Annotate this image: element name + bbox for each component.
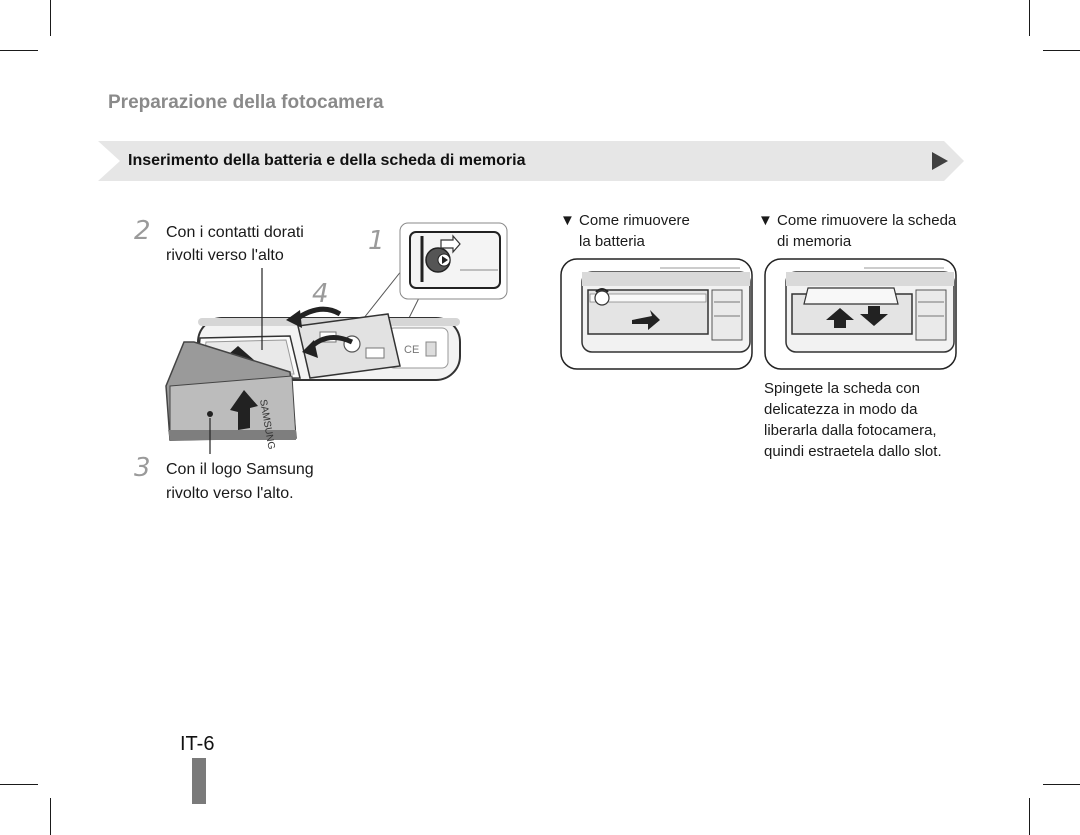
crop-mark-bottom-right-vertical [1029, 798, 1030, 835]
remove-card-illustration [764, 258, 957, 370]
crop-mark-bottom-left-vertical [50, 798, 51, 835]
step-3-text-line2: rivolto verso l'alto. [166, 485, 294, 502]
remove-card-desc-line1: Spingete la scheda con [764, 380, 920, 397]
triangle-marker-icon: ▼ [560, 212, 575, 229]
remove-card-title-line1: ▼ Come rimuovere la scheda [758, 210, 956, 231]
banner-arrow-icon [932, 152, 948, 170]
step-3-text-line1: Con il logo Samsung [166, 461, 314, 478]
page-number: IT-6 [180, 733, 215, 755]
card-release-arrow-icon [860, 306, 888, 326]
banner-title: Inserimento della batteria e della sched… [128, 152, 526, 169]
crop-mark-top-right-horizontal [1043, 50, 1080, 51]
battery-insertion-illustration: CE SAMSUNG [165, 222, 508, 454]
zoom-detail-box [399, 222, 508, 300]
crop-mark-bottom-right-horizontal [1043, 784, 1080, 785]
remove-card-desc-line4: quindi estraetela dallo slot. [764, 443, 942, 460]
remove-battery-illustration [560, 258, 753, 370]
chapter-tab-marker [192, 758, 206, 804]
svg-text:CE: CE [404, 344, 419, 356]
remove-battery-title-line1: ▼ Come rimuovere [560, 210, 690, 231]
remove-card-line2: di memoria [777, 233, 852, 250]
battery-out-arrow-icon [632, 310, 660, 330]
remove-card-desc-line2: delicatezza in modo da [764, 401, 918, 418]
battery-up-arrow-icon [230, 390, 258, 430]
banner-background [98, 141, 964, 181]
step-2-number: 2 [134, 216, 151, 246]
step-4-number: 4 [312, 279, 329, 309]
crop-mark-top-left-horizontal [0, 50, 38, 51]
remove-card-line1: Come rimuovere la scheda [777, 212, 957, 229]
remove-card-desc-line3: liberarla dalla fotocamera, [764, 422, 937, 439]
crop-mark-top-right-vertical [1029, 0, 1030, 36]
section-title: Preparazione della fotocamera [108, 92, 384, 113]
step-1-number: 1 [368, 226, 385, 256]
lock-lever-icon [594, 290, 610, 306]
remove-battery-line2: la batteria [579, 233, 645, 250]
step-3-number: 3 [134, 453, 151, 483]
triangle-marker-icon: ▼ [758, 212, 773, 229]
step-2-text-line2: rivolti verso l'alto [166, 247, 284, 264]
card-push-arrow-icon [826, 308, 854, 328]
remove-battery-line1: Come rimuovere [579, 212, 690, 229]
crop-mark-bottom-left-horizontal [0, 784, 38, 785]
crop-mark-top-left-vertical [50, 0, 51, 36]
step-2-text-line1: Con i contatti dorati [166, 224, 304, 241]
